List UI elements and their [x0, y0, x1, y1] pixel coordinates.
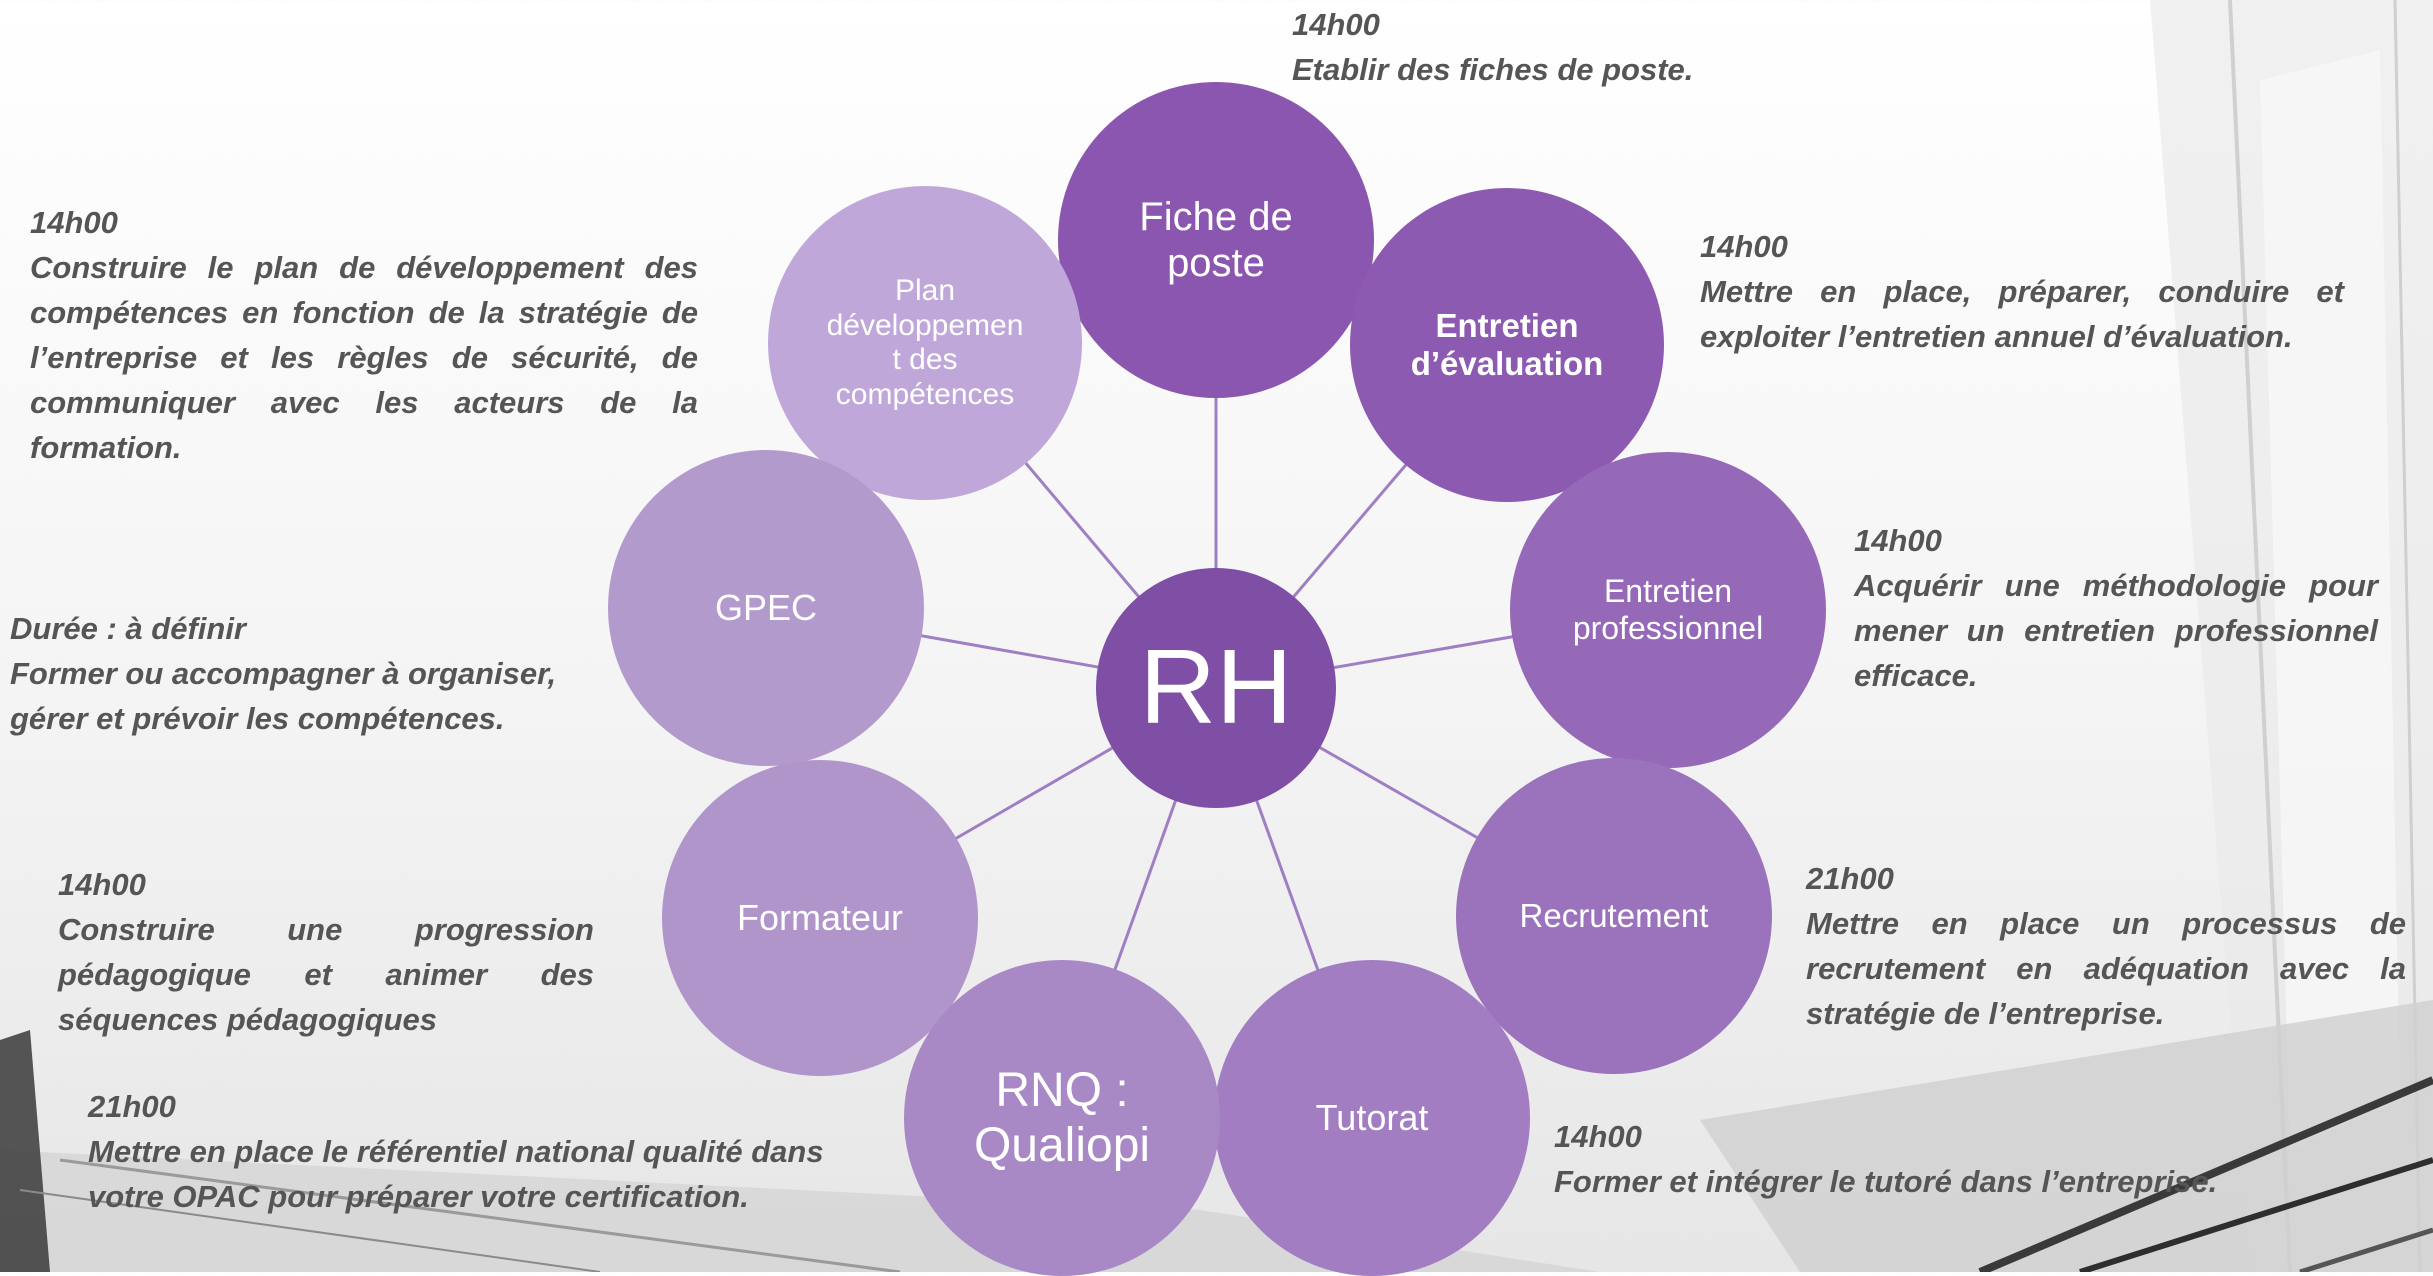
node-gpec[interactable]: GPEC [608, 450, 924, 766]
desc-rnq-qualiopi: 21h00 Mettre en place le référentiel nat… [88, 1084, 898, 1219]
desc-plan-developpement: 14h00 Construire le plan de développemen… [30, 200, 698, 470]
node-tutorat[interactable]: Tutorat [1214, 960, 1530, 1276]
desc-duration: 14h00 [1554, 1119, 1642, 1154]
node-formateur[interactable]: Formateur [662, 760, 978, 1076]
node-recrutement[interactable]: Recrutement [1456, 758, 1772, 1074]
desc-gpec: Durée : à définir Former ou accompagner … [10, 606, 590, 741]
desc-text: Mettre en place le référentiel national … [88, 1134, 824, 1214]
desc-text: Mettre en place, préparer, conduire et e… [1700, 274, 2344, 354]
desc-duration: Durée : à définir [10, 611, 246, 646]
node-rnq-qualiopi[interactable]: RNQ : Qualiopi [904, 960, 1220, 1276]
desc-text: Former et intégrer le tutoré dans l’entr… [1554, 1164, 2218, 1199]
desc-text: Etablir des fiches de poste. [1292, 52, 1694, 87]
desc-entretien-evaluation: 14h00 Mettre en place, préparer, conduir… [1700, 224, 2344, 359]
desc-text: Mettre en place un processus de recrutem… [1806, 906, 2406, 1031]
desc-duration: 14h00 [1292, 7, 1380, 42]
desc-text: Construire le plan de développement des … [30, 250, 698, 465]
desc-recrutement: 21h00 Mettre en place un processus de re… [1806, 856, 2406, 1036]
node-plan-developpement[interactable]: Plan développemen t des compétences [768, 186, 1082, 500]
desc-duration: 21h00 [88, 1089, 176, 1124]
desc-duration: 14h00 [58, 867, 146, 902]
desc-entretien-professionnel: 14h00 Acquérir une méthodologie pour men… [1854, 518, 2378, 698]
node-fiche-de-poste[interactable]: Fiche de poste [1058, 82, 1374, 398]
desc-tutorat: 14h00 Former et intégrer le tutoré dans … [1554, 1114, 2254, 1204]
node-entretien-professionnel[interactable]: Entretien professionnel [1510, 452, 1826, 768]
desc-text: Acquérir une méthodologie pour mener un … [1854, 568, 2378, 693]
desc-duration: 14h00 [1700, 229, 1788, 264]
desc-text: Construire une progression pédagogique e… [58, 912, 594, 1037]
desc-text: Former ou accompagner à organiser, gérer… [10, 656, 557, 736]
desc-duration: 21h00 [1806, 861, 1894, 896]
desc-fiche-de-poste: 14h00 Etablir des fiches de poste. [1292, 2, 1812, 92]
node-entretien-evaluation[interactable]: Entretien d’évaluation [1350, 188, 1664, 502]
desc-duration: 14h00 [1854, 523, 1942, 558]
desc-duration: 14h00 [30, 205, 118, 240]
desc-formateur: 14h00 Construire une progression pédagog… [58, 862, 594, 1042]
node-center-rh[interactable]: RH [1096, 568, 1336, 808]
